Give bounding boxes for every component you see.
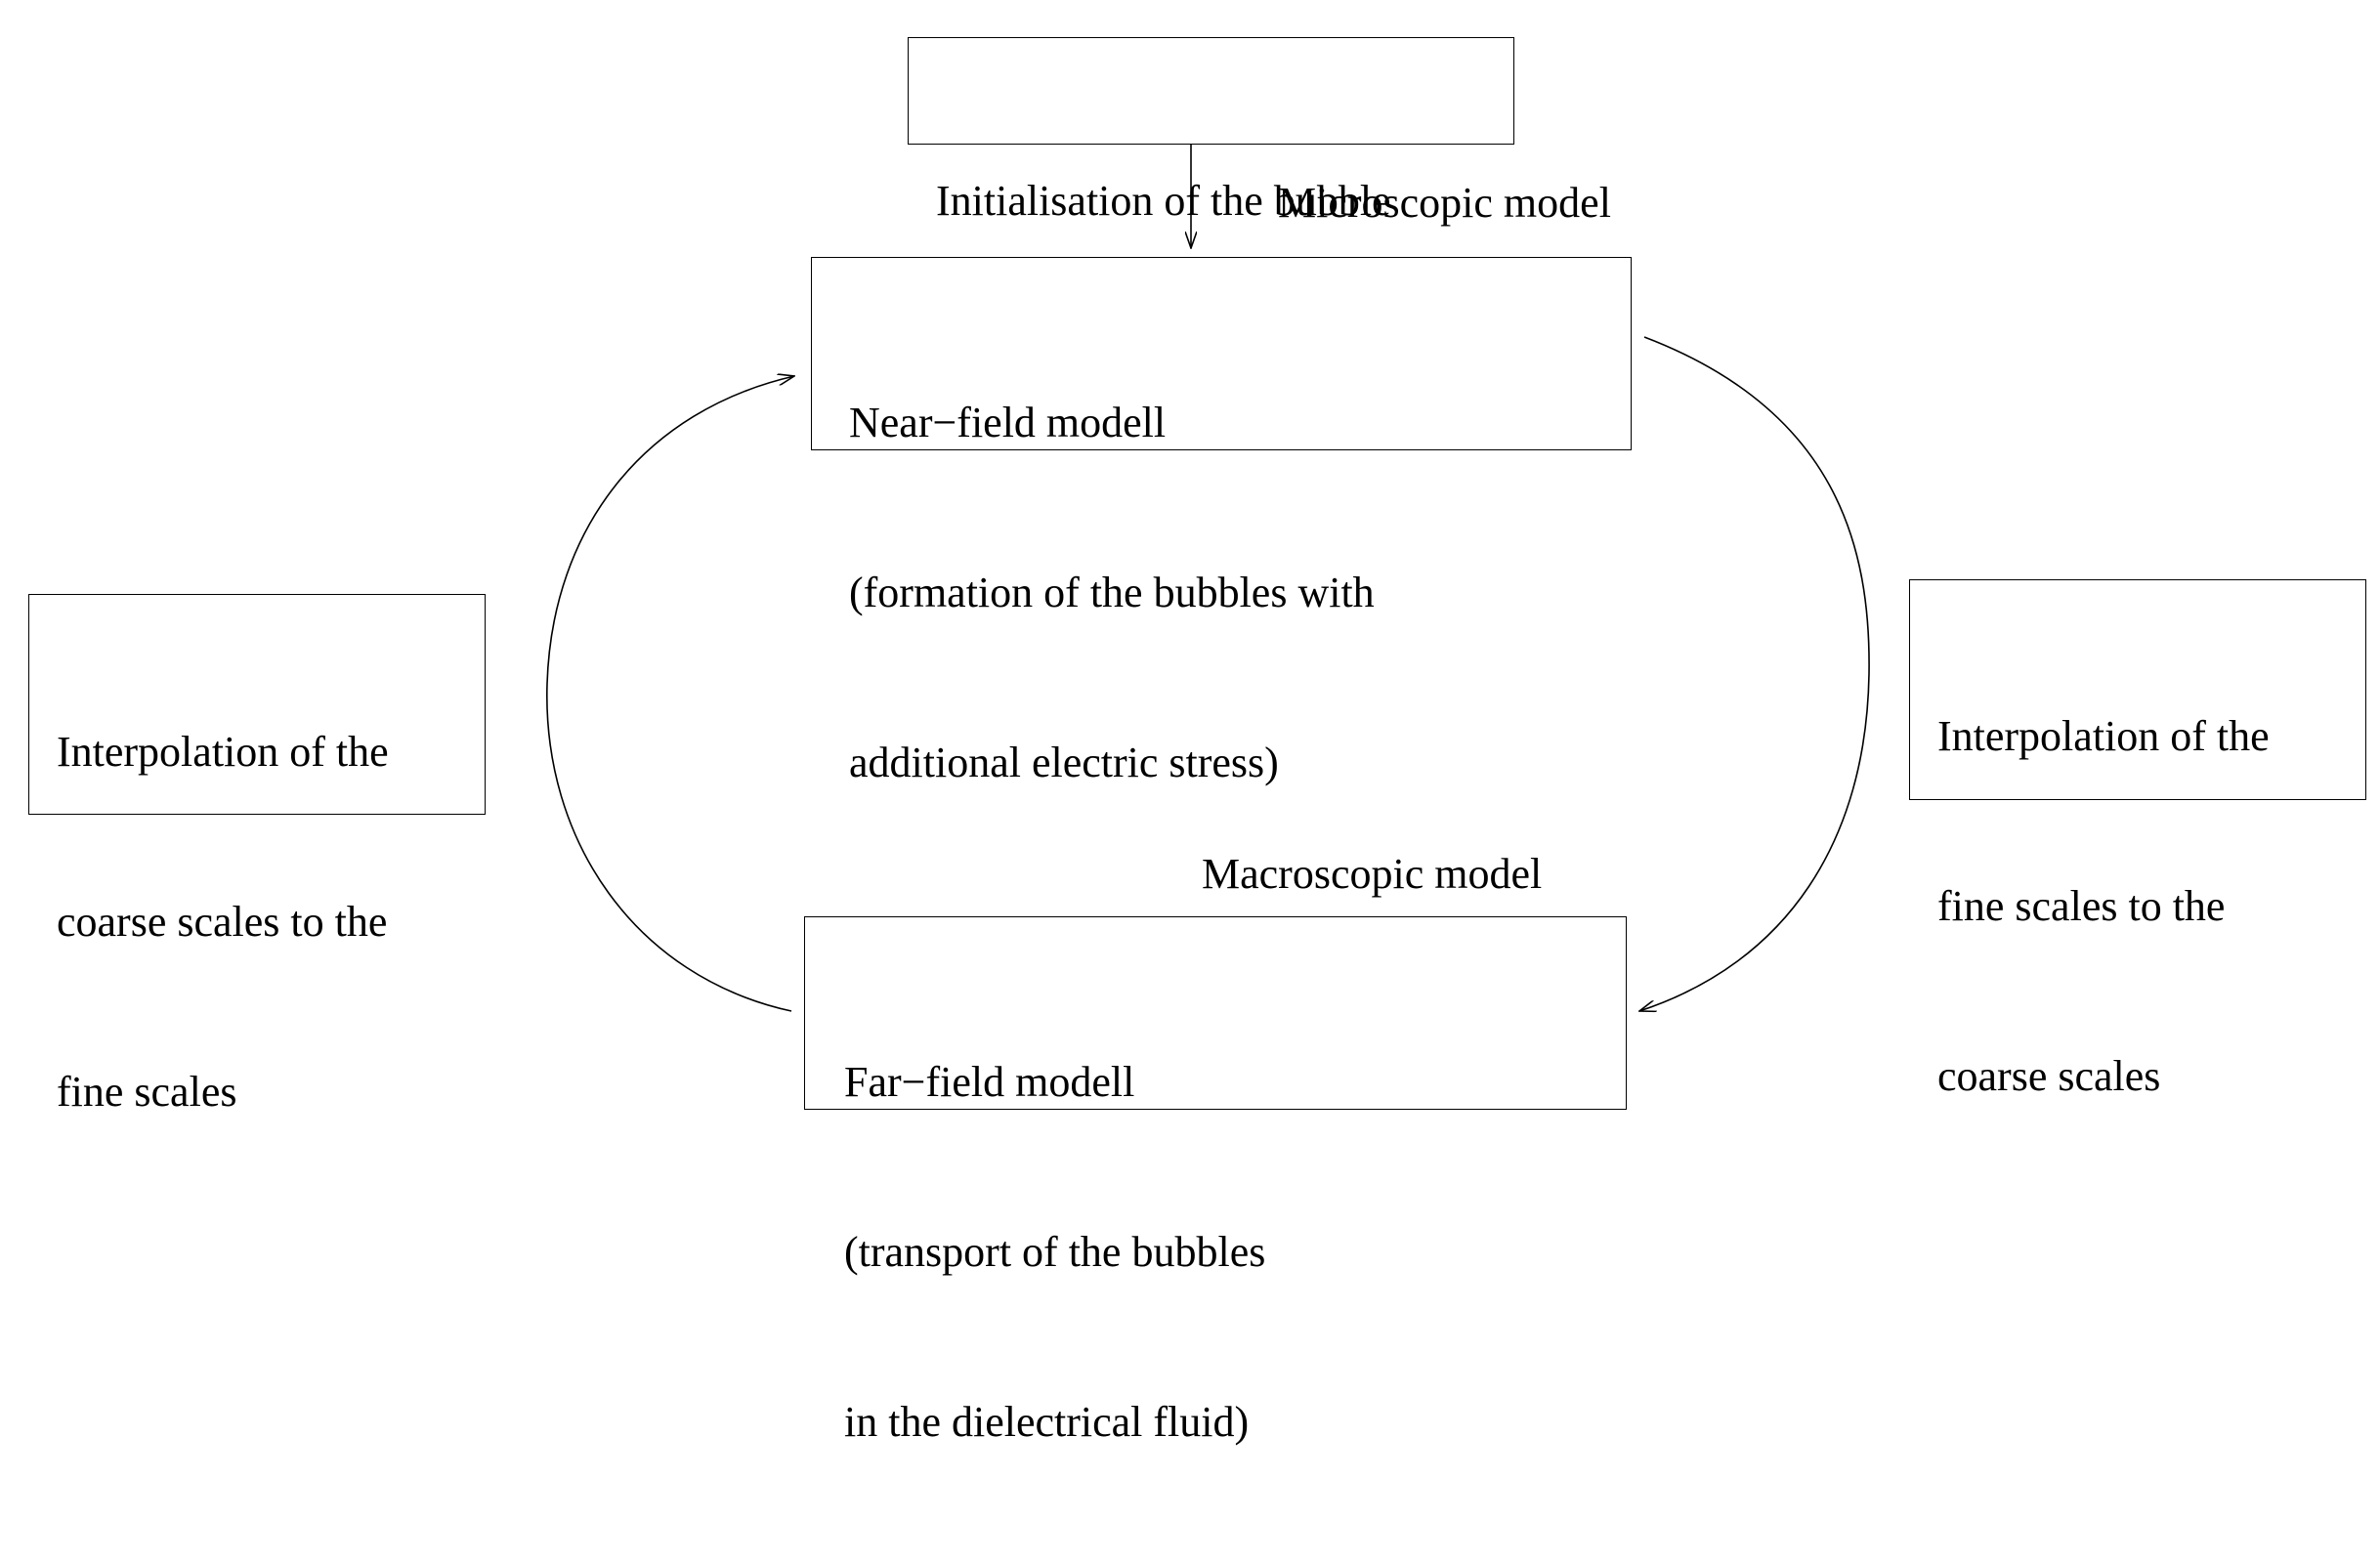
near-field-line-1: Near−field modell xyxy=(849,399,1167,446)
fine-to-coarse-line-1: Interpolation of the xyxy=(1937,712,2270,760)
initialisation-box: Initialisation of the bubble xyxy=(908,37,1514,225)
coarse-to-fine-line-3: fine scales xyxy=(57,1068,237,1116)
far-to-near-field-arc xyxy=(546,376,794,1012)
fine-to-coarse-interpolation-box: Interpolation of the fine scales to the … xyxy=(1909,579,2366,1100)
coarse-to-fine-line-2: coarse scales to the xyxy=(57,898,388,946)
far-field-text: Far−field modell (transport of the bubbl… xyxy=(844,941,1265,1564)
initialisation-line-1: Initialisation of the bubble xyxy=(936,177,1391,225)
far-field-line-3: in the dielectrical fluid) xyxy=(844,1398,1250,1446)
fine-to-coarse-line-2: fine scales to the xyxy=(1937,882,2226,930)
coarse-to-fine-interpolation-box: Interpolation of the coarse scales to th… xyxy=(28,594,486,1116)
near-field-text: Near−field modell (formation of the bubb… xyxy=(849,281,1375,905)
far-field-box: Far−field modell (transport of the bubbl… xyxy=(804,916,1627,1446)
near-field-line-3: additional electric stress) xyxy=(849,739,1279,786)
microscopic-model-label: Microscopic model xyxy=(1278,179,1611,227)
fine-to-coarse-text: Interpolation of the fine scales to the … xyxy=(1937,595,2270,1218)
far-field-line-2: (transport of the bubbles xyxy=(844,1228,1266,1276)
coarse-to-fine-text: Interpolation of the coarse scales to th… xyxy=(57,611,389,1234)
initialisation-text: Initialisation of the bubble xyxy=(936,60,1391,343)
near-field-box: Near−field modell (formation of the bubb… xyxy=(811,257,1632,786)
near-field-line-2: (formation of the bubbles with xyxy=(849,569,1375,616)
fine-to-coarse-line-3: coarse scales xyxy=(1937,1052,2161,1100)
connector-layer xyxy=(546,145,1870,1149)
near-to-far-field-arc xyxy=(1639,336,1870,1011)
macroscopic-model-label: Macroscopic model xyxy=(1202,850,1543,898)
far-field-line-1: Far−field modell xyxy=(844,1058,1135,1106)
coarse-to-fine-line-1: Interpolation of the xyxy=(57,728,389,776)
flow-diagram: Initialisation of the bubble Microscopic… xyxy=(28,37,2366,1446)
